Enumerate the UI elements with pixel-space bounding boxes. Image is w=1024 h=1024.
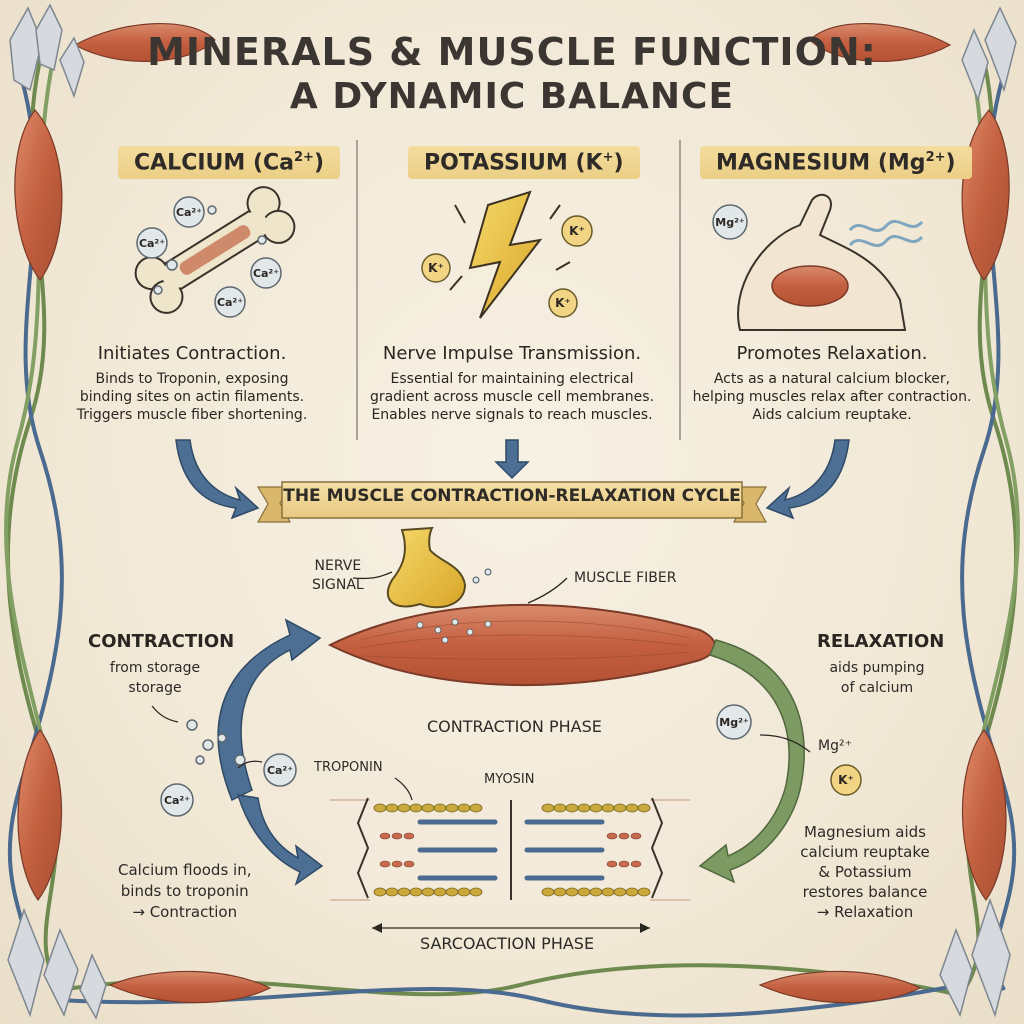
crystal-clusters: [7, 3, 1017, 1020]
magnesium-subtitle: Promotes Relaxation.: [736, 343, 928, 364]
troponin-beads: [373, 803, 651, 897]
ca-ion-label: Ca²⁺: [267, 764, 293, 777]
page-title: MINERALS & MUSCLE FUNCTION:: [147, 30, 877, 74]
mg-label: Mg²⁺: [818, 738, 852, 754]
ca-ion-label: Ca²⁺: [253, 267, 279, 280]
potassium-subtitle: Nerve Impulse Transmission.: [382, 343, 642, 364]
ca-ion-label: Ca²⁺: [176, 206, 202, 219]
pointer-line: [151, 705, 179, 723]
cycle-banner-title: THE MUSCLE CONTRACTION-RELAXATION CYCLE: [283, 486, 741, 506]
calcium-heading: CALCIUM (Ca2+): [118, 146, 340, 180]
k-ion-icon: [830, 764, 862, 796]
sarcomere-phase-label: SARCOACTION PHASE: [420, 934, 595, 953]
contraction-cycle-arrow: [217, 618, 324, 886]
mg-ion-icon: [716, 704, 752, 740]
magnesium-heading: MAGNESIUM (Mg2+): [700, 146, 972, 180]
potassium-heading: POTASSIUM (K+): [408, 146, 640, 180]
mg-ion-icon: [712, 204, 748, 240]
troponin-label: TROPONIN: [314, 760, 383, 775]
pointer-line: [237, 760, 263, 769]
k-ion-label: K⁺: [838, 773, 854, 787]
calcium-ion-icons: [136, 196, 282, 318]
relaxation-heading: RELAXATION: [817, 631, 945, 652]
muscle-fiber-icon: [327, 604, 716, 686]
myosin-label: MYOSIN: [484, 772, 535, 787]
cycle-banner-ribbon: [256, 481, 768, 523]
pointer-line: [352, 571, 393, 580]
flexed-arm-icon: [737, 193, 924, 331]
pointer-line: [759, 734, 811, 753]
ca-ion-label: Ca²⁺: [139, 237, 165, 250]
relaxation-cycle-arrow: [698, 639, 805, 884]
bone-icon: [134, 186, 296, 314]
k-ion-label: K⁺: [555, 296, 571, 310]
sarcomere-diagram: [330, 777, 690, 933]
k-ion-label: K⁺: [428, 261, 444, 275]
page-subtitle: A DYNAMIC BALANCE: [289, 76, 735, 117]
mg-ion-label: Mg²⁺: [719, 716, 749, 729]
contraction-phase-label: CONTRACTION PHASE: [427, 717, 602, 736]
ca-ion-label: Ca²⁺: [164, 794, 190, 807]
ca-ion-label: Ca²⁺: [217, 296, 243, 309]
magnesium-description: Acts as a natural calcium blocker,helpin…: [692, 371, 972, 423]
k-ion-label: K⁺: [569, 224, 585, 238]
contraction-heading: CONTRACTION: [88, 631, 235, 652]
muscle-fiber-label: MUSCLE FIBER: [574, 570, 677, 586]
contraction-ion-icons: [160, 719, 297, 817]
contraction-caption: Calcium floods in,binds to troponin→ Con…: [118, 861, 252, 921]
mg-ion-label: Mg²⁺: [715, 216, 745, 229]
column-arrows: [175, 439, 850, 520]
border-muscles: [14, 22, 1010, 1004]
lightning-bolt-icon: [449, 190, 571, 319]
potassium-ion-icons: [421, 215, 593, 318]
pointer-line: [527, 577, 568, 604]
released-ions: [416, 618, 492, 644]
calcium-subtitle: Initiates Contraction.: [97, 343, 287, 364]
